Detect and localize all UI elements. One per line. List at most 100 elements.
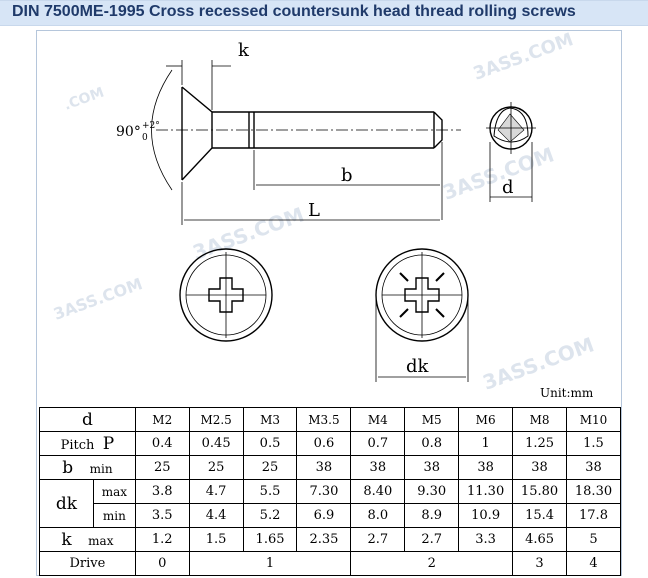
k-cell: 1.2 [134, 527, 190, 552]
pitch-symbol: P [102, 433, 115, 454]
pitch-cell: 0.7 [350, 431, 406, 456]
k-cell: 4.65 [512, 527, 567, 552]
table-row: min 3.5 4.4 5.2 6.9 8.0 8.9 10.9 15.4 17… [40, 503, 621, 528]
pitch-cell: 0.5 [242, 431, 298, 456]
label-angle-tol-zero: 0 [142, 133, 148, 143]
size-cell: M4 [350, 407, 406, 432]
k-sub: max [88, 533, 114, 548]
dk-min-cell: 10.9 [458, 503, 514, 528]
b-cell: 38 [566, 455, 621, 480]
b-cell: 25 [188, 455, 244, 480]
b-cell: 25 [242, 455, 298, 480]
pitch-cell: 0.6 [296, 431, 352, 456]
b-sub: min [89, 461, 113, 476]
label-L: L [308, 200, 320, 221]
b-cell: 25 [134, 455, 190, 480]
page-title: DIN 7500ME-1995 Cross recessed countersu… [12, 3, 576, 20]
pitch-cell: 1.5 [566, 431, 621, 456]
svg-text:3ASS.COM: 3ASS.COM [440, 142, 558, 204]
pitch-label: Pitch [60, 437, 95, 453]
label-d: d [502, 177, 514, 198]
dk-max-cell: 9.30 [404, 479, 460, 504]
title-bar: DIN 7500ME-1995 Cross recessed countersu… [0, 0, 648, 26]
dk-min-cell: 6.9 [296, 503, 352, 528]
k-cell: 3.3 [458, 527, 514, 552]
technical-drawing: 3ASS.COM 3ASS.COM 3ASS.COM 3ASS.COM 3ASS… [51, 30, 597, 395]
svg-text:.COM: .COM [62, 85, 106, 114]
drive-cell: 2 [350, 551, 514, 576]
size-cell: M2.5 [188, 407, 244, 432]
table-row: dk max 3.8 4.7 5.5 7.30 8.40 9.30 11.30 … [39, 479, 621, 528]
dk-max-cell: 3.8 [134, 479, 190, 504]
dk-min-cell: 8.9 [404, 503, 460, 528]
b-label-cell: b min [39, 455, 136, 480]
k-cell: 2.7 [404, 527, 460, 552]
head-view-phillips [179, 248, 273, 342]
dk-max-cell: 5.5 [242, 479, 298, 504]
dk-max-cell: 8.40 [350, 479, 406, 504]
pitch-cell: 0.4 [134, 431, 190, 456]
dk-max-cell: 7.30 [296, 479, 352, 504]
k-cell: 2.7 [350, 527, 406, 552]
k-cell: 2.35 [296, 527, 352, 552]
screw-side-view [151, 60, 461, 225]
k-cell: 5 [566, 527, 621, 552]
head-view-pozidriv [375, 248, 469, 382]
table-row: b min 25 25 25 38 38 38 38 38 38 [39, 455, 621, 480]
drive-cell: 4 [566, 551, 621, 576]
size-cell: M3 [242, 407, 298, 432]
dk-min-cell: 17.8 [566, 503, 621, 528]
label-dk: dk [406, 356, 430, 377]
drive-cell: 0 [134, 551, 190, 576]
b-cell: 38 [458, 455, 514, 480]
svg-text:3ASS.COM: 3ASS.COM [51, 274, 145, 324]
b-cell: 38 [404, 455, 460, 480]
size-cell: M2 [134, 407, 190, 432]
k-cell: 1.5 [188, 527, 244, 552]
label-b: b [341, 165, 353, 186]
b-cell: 38 [512, 455, 567, 480]
spec-table: d M2 M2.5 M3 M3.5 M4 M5 M6 M8 M10 Pitch … [39, 407, 621, 576]
pitch-cell: 1 [458, 431, 514, 456]
table-row: Pitch P 0.4 0.45 0.5 0.6 0.7 0.8 1 1.25 … [39, 431, 621, 456]
k-cell: 1.65 [242, 527, 298, 552]
dk-min-cell: 3.5 [134, 503, 190, 528]
content-frame [36, 30, 622, 576]
dk-min-cell: 5.2 [242, 503, 298, 528]
pitch-cell: 0.8 [404, 431, 460, 456]
dk-max-cell: 15.80 [512, 479, 567, 504]
header-d: d [39, 407, 136, 432]
dk-max-cell: 18.30 [566, 479, 621, 504]
unit-label: Unit:mm [540, 386, 594, 400]
size-cell: M3.5 [296, 407, 352, 432]
dk-max-cell: 11.30 [458, 479, 514, 504]
pitch-cell: 1.25 [512, 431, 567, 456]
dk-max-cell: 4.7 [188, 479, 244, 504]
size-cell: M6 [458, 407, 514, 432]
pitch-label-cell: Pitch P [39, 431, 136, 456]
drive-cell: 1 [188, 551, 352, 576]
table-row: k max 1.2 1.5 1.65 2.35 2.7 2.7 3.3 4.65… [39, 527, 621, 552]
drive-label: Drive [39, 551, 136, 576]
svg-text:3ASS.COM: 3ASS.COM [471, 30, 577, 85]
b-label: b [62, 457, 74, 478]
dk-min-cell: 4.4 [188, 503, 244, 528]
dk-max-sub: max [92, 479, 136, 504]
b-cell: 38 [296, 455, 352, 480]
dk-min-sub: min [92, 503, 136, 528]
table-row: d M2 M2.5 M3 M3.5 M4 M5 M6 M8 M10 [39, 407, 621, 432]
k-label: k [61, 529, 72, 550]
label-k: k [238, 40, 250, 61]
pitch-cell: 0.45 [188, 431, 244, 456]
watermark: 3ASS.COM 3ASS.COM 3ASS.COM 3ASS.COM 3ASS… [51, 30, 597, 395]
size-cell: M10 [566, 407, 621, 432]
label-angle: 90° [116, 124, 141, 140]
b-cell: 38 [350, 455, 406, 480]
screw-end-view [486, 102, 536, 202]
dk-min-cell: 15.4 [512, 503, 567, 528]
dk-label: dk [39, 479, 94, 528]
table-row: Drive 0 1 2 3 4 [39, 551, 621, 576]
label-angle-tol-plus: +2° [142, 121, 160, 131]
size-cell: M5 [404, 407, 460, 432]
dk-min-cell: 8.0 [350, 503, 406, 528]
